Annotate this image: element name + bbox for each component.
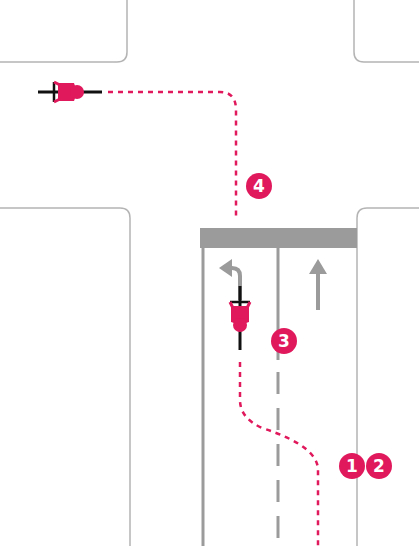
lane-divider-dashed: [277, 372, 280, 546]
cyclist-route: [108, 92, 318, 546]
callout-number: 1: [339, 453, 365, 479]
callout-number: 4: [246, 173, 272, 199]
left-turn-arrow: [219, 259, 240, 300]
callout-number: 3: [271, 328, 297, 354]
cyclist-waiting: [230, 286, 250, 350]
cyclist-turning: [38, 82, 102, 102]
lane-edge: [202, 248, 205, 546]
callout-number: 2: [366, 453, 392, 479]
straight-arrow: [309, 259, 327, 310]
stop-line: [200, 228, 357, 248]
